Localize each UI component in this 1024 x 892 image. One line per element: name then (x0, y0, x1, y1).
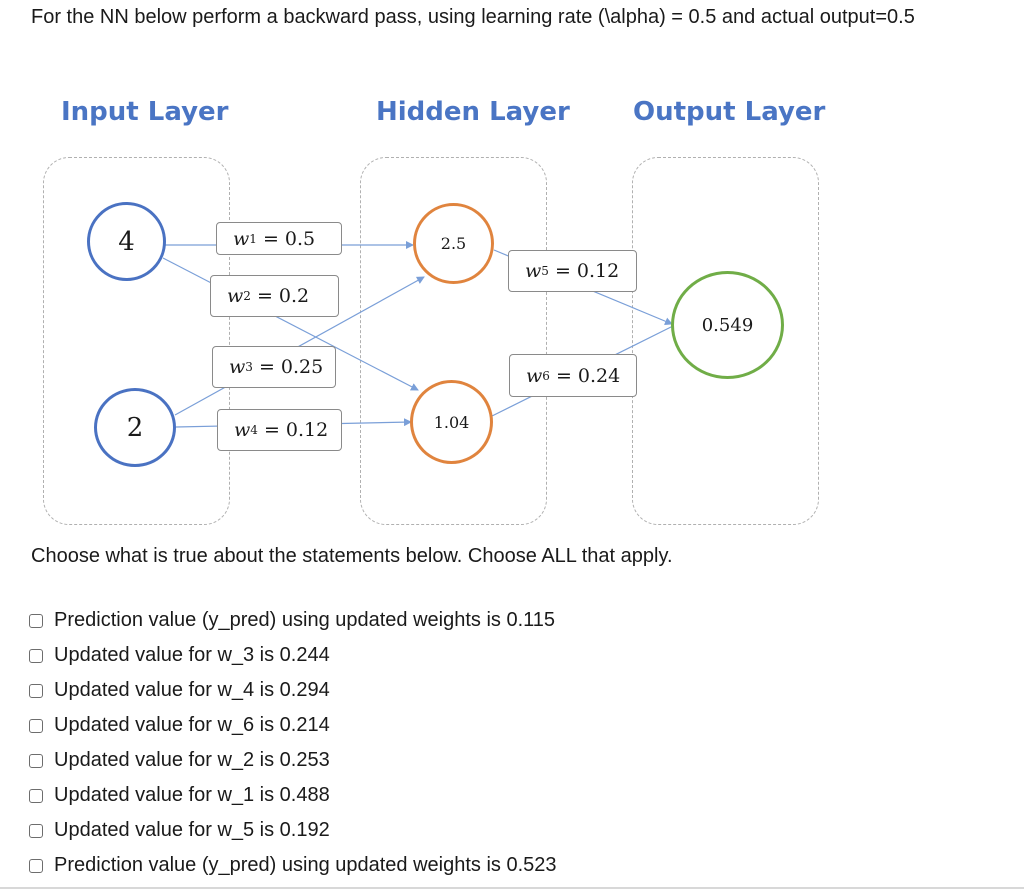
checkbox[interactable] (29, 718, 43, 733)
hidden-layer-title: Hidden Layer (376, 97, 570, 127)
bottom-divider (0, 887, 1024, 889)
connection-lines (162, 241, 674, 428)
checkbox[interactable] (29, 648, 43, 663)
checkbox[interactable] (29, 683, 43, 698)
checkbox[interactable] (29, 788, 43, 803)
checkbox[interactable] (29, 613, 43, 628)
option-label: Updated value for w_6 is 0.214 (54, 714, 330, 736)
option-label: Updated value for w_4 is 0.294 (54, 679, 330, 701)
answer-option[interactable]: Updated value for w_6 is 0.214 (29, 708, 557, 743)
option-label: Updated value for w_2 is 0.253 (54, 749, 330, 771)
output-node: 0.549 (671, 271, 784, 379)
link-x1-h2 (162, 257, 419, 391)
answer-option[interactable]: Prediction value (y_pred) using updated … (29, 848, 557, 883)
checkbox[interactable] (29, 858, 43, 873)
answer-option[interactable]: Prediction value (y_pred) using updated … (29, 603, 557, 638)
hidden-node-2: 1.04 (410, 380, 493, 464)
hidden-node-1: 2.5 (413, 203, 494, 284)
question-text: For the NN below perform a backward pass… (31, 6, 915, 28)
answer-option[interactable]: Updated value for w_5 is 0.192 (29, 813, 557, 848)
answer-option[interactable]: Updated value for w_1 is 0.488 (29, 778, 557, 813)
input-node-2: 2 (94, 388, 176, 467)
option-label: Prediction value (y_pred) using updated … (54, 609, 556, 631)
answer-options-list: Prediction value (y_pred) using updated … (29, 603, 557, 883)
option-label: Prediction value (y_pred) using updated … (54, 854, 557, 876)
checkbox[interactable] (29, 753, 43, 768)
output-layer-title: Output Layer (633, 97, 826, 127)
option-label: Updated value for w_3 is 0.244 (54, 644, 330, 666)
input-layer-title: Input Layer (61, 97, 229, 127)
instruction-text: Choose what is true about the statements… (31, 545, 673, 567)
answer-option[interactable]: Updated value for w_3 is 0.244 (29, 638, 557, 673)
input-node-1: 4 (87, 202, 166, 281)
neural-network-figure: Input Layer Hidden Layer Output Layer 4 … (0, 85, 1024, 535)
checkbox[interactable] (29, 823, 43, 838)
option-label: Updated value for w_1 is 0.488 (54, 784, 330, 806)
answer-option[interactable]: Updated value for w_2 is 0.253 (29, 743, 557, 778)
option-label: Updated value for w_5 is 0.192 (54, 819, 330, 841)
answer-option[interactable]: Updated value for w_4 is 0.294 (29, 673, 557, 708)
